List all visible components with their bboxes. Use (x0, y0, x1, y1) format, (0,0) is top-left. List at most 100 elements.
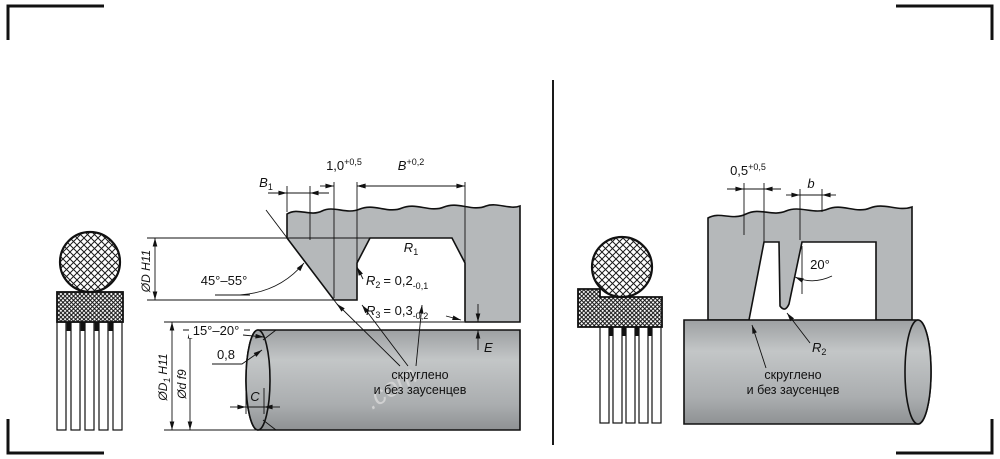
r3-base: R (366, 303, 375, 318)
diameter-D1-base: ØD (156, 382, 170, 401)
roughness-text: 0,8 (217, 347, 235, 362)
shaft-left-end-face (245, 329, 271, 431)
angle-15-20-bg (189, 323, 244, 338)
dim-diameter-d: Ød f9 (175, 329, 250, 430)
seal-body-left (56, 291, 124, 323)
b1-label: B1 (259, 175, 273, 192)
dim-b: b (786, 176, 836, 240)
seal-rib (638, 326, 649, 424)
note-rounded-right: скруглено и без заусенцев (747, 324, 840, 397)
seal-rib-block (648, 327, 653, 336)
seal-cross-section-right (577, 235, 663, 424)
seal-rib-block (66, 322, 71, 331)
B-base: B (398, 158, 407, 173)
corner-mark-top-left (6, 4, 104, 40)
dim-0-5: 0,5+0,5 (727, 162, 781, 242)
seal-rib (98, 321, 109, 431)
seal-rib (70, 321, 81, 431)
r3-tolerance: -0,2 (413, 311, 429, 321)
note-left-line2: и без заусенцев (374, 383, 467, 397)
label-roughness: 0,8 (212, 347, 263, 365)
o-ring-left (58, 230, 122, 294)
b1-base: B (259, 175, 268, 190)
dim-diameter-D1: ØD1 H11 (156, 321, 464, 431)
seal-rib-block (635, 327, 640, 336)
r1-base: R (404, 240, 413, 255)
r2-value: = 0,2 (383, 273, 412, 288)
seal-rib-block (609, 327, 614, 336)
seal-rib-block (108, 322, 113, 331)
r2-right-sub: 2 (821, 347, 826, 357)
diameter-d-label: Ød f9 (175, 369, 189, 400)
B-tolerance: +0,2 (406, 157, 424, 167)
dim-diameter-D: ØD H11 (139, 237, 370, 301)
seal-rib (651, 326, 662, 424)
shaft-right (683, 319, 932, 425)
shaft-right-end-face (904, 319, 932, 425)
angle-20-text: 20° (810, 257, 830, 272)
left-drawing: .com ØD H11 (56, 157, 521, 431)
E-label: E (484, 340, 493, 355)
chamfer-construction-line (265, 209, 341, 309)
right-drawing: 0,5+0,5 b 20° R2 скруглено (577, 162, 932, 425)
seal-rib-block (622, 327, 627, 336)
note-rounded-left: скруглено и без заусенцев (336, 303, 467, 397)
seal-body-right (577, 288, 663, 328)
angle-15-20-text: 15°–20° (193, 323, 240, 338)
seal-rib-block (80, 322, 85, 331)
r2-base: R (366, 273, 375, 288)
seal-rib (84, 321, 95, 431)
seal-cross-section-left (56, 230, 124, 431)
seal-rib (112, 321, 123, 431)
groove-width-B-label: B+0,2 (398, 157, 424, 173)
seal-rib (56, 321, 67, 431)
shaft-left-chamfer-top (262, 329, 277, 341)
r2-right-base: R (812, 340, 821, 355)
corner-mark-bottom-left (6, 419, 104, 455)
label-angle-20: 20° (794, 257, 833, 283)
dim-b1: B1 (259, 175, 329, 240)
housing-right (707, 205, 913, 321)
b1-sub: 1 (268, 182, 273, 192)
r3-text: R3= 0,3-0,2 (366, 303, 428, 321)
note-right-line1: скруглено (764, 368, 821, 382)
note-left-line1: скруглено (391, 368, 448, 382)
diameter-D1-sub: 1 (162, 378, 172, 383)
label-angle-45-55: 45°–55° (201, 262, 305, 296)
corner-mark-top-right (896, 4, 994, 40)
diameter-D1-label: ØD1 H11 (156, 353, 172, 401)
dim-C: C (230, 388, 280, 414)
shaft-left-chamfer-bottom (262, 419, 277, 431)
C-label: C (250, 389, 260, 404)
angle-45-55-text: 45°–55° (201, 273, 248, 288)
corner-marks (6, 4, 994, 455)
dim-B: B+0,2 (357, 157, 466, 262)
r3-value: = 0,3 (383, 303, 412, 318)
width-0-5-value: 0,5 (730, 163, 748, 178)
width-1-0-tolerance: +0,5 (344, 157, 362, 167)
label-angle-15-20: 15°–20° (189, 323, 265, 339)
r1-sub: 1 (413, 247, 418, 257)
diameter-D1-rest: H11 (156, 353, 170, 374)
dim-E: E (475, 304, 493, 355)
corner-mark-bottom-right (896, 419, 994, 455)
width-1-0-label: 1,0+0,5 (326, 157, 362, 173)
label-r3: R3= 0,3-0,2 (366, 303, 462, 321)
label-r2-right: R2 (786, 312, 826, 357)
width-0-5-tolerance: +0,5 (748, 162, 766, 172)
seal-rib (599, 326, 610, 424)
r2-tolerance: -0,1 (413, 281, 429, 291)
label-r1: R1 (404, 240, 418, 257)
note-right-line2: и без заусенцев (747, 383, 840, 397)
seal-rib (612, 326, 623, 424)
label-r2: R2= 0,2-0,1 (356, 266, 429, 291)
r2-right-text: R2 (812, 340, 826, 357)
housing-left (286, 204, 521, 323)
seal-ribs-right (599, 326, 662, 424)
r3-sub: 3 (375, 310, 380, 320)
diameter-D-label: ØD H11 (139, 250, 153, 293)
seal-rib (625, 326, 636, 424)
o-ring-right (590, 235, 654, 299)
